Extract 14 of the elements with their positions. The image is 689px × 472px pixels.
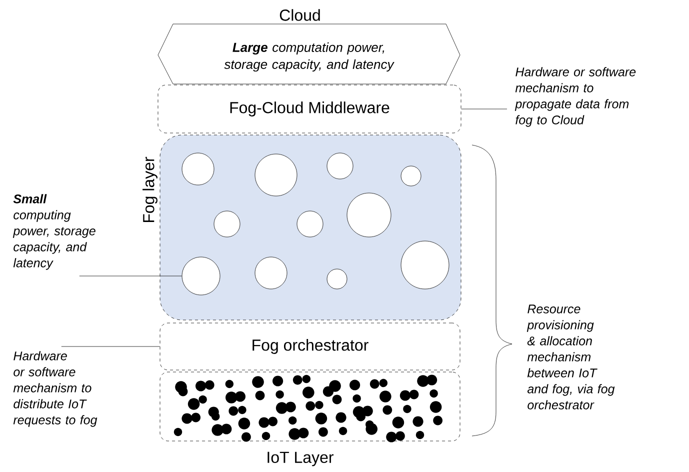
fog-node-circle: [182, 256, 220, 296]
node-label: IoT Layer: [268, 452, 334, 466]
cloud-title: Cloud: [280, 9, 320, 21]
note-text: Hardware or software mechanism to propagate data from fog to Cloud: [514, 67, 636, 127]
note-text: Hardware or software mechanism to distribute IoT requests to fog: [13, 351, 98, 427]
node-label: Fog layer: [142, 156, 158, 222]
note-text: Small computing power, storage capacity, and latency: [12, 194, 96, 270]
orchestrator-box: Fog orchestrator: [160, 322, 460, 370]
middleware-box: Fog-Cloud Middleware: [158, 84, 462, 134]
leader-line: [461, 108, 508, 110]
brace-label: Resource provisioning & allocation mechanism between IoT and fog, via fog orchestrator: [526, 304, 615, 410]
cloud-hexagon: Large computation power, storage capacity, and latency: [158, 24, 460, 84]
iot-layer-box: IoT Layer: [160, 372, 460, 466]
leader-line: [61, 346, 160, 347]
